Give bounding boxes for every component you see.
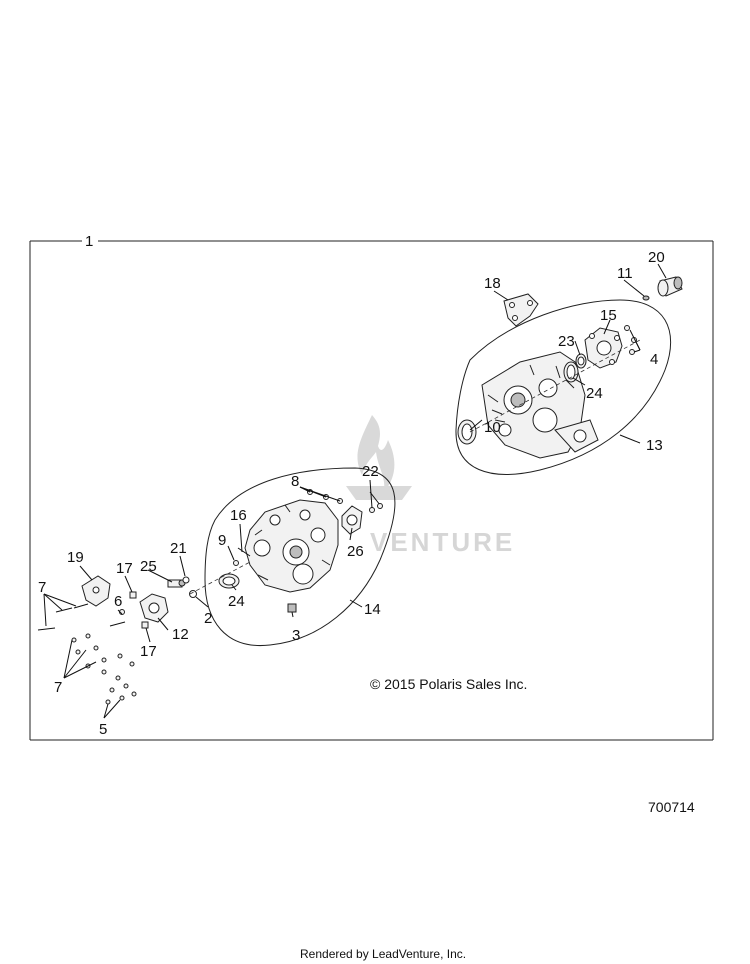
callout-8: 8 <box>291 473 299 490</box>
callout-10: 10 <box>484 419 501 436</box>
diagram-frame <box>29 240 714 741</box>
assembly-axis-left <box>189 561 251 595</box>
bushing-17-lower <box>141 621 149 629</box>
transmission-housing-14 <box>244 499 339 593</box>
callout-7-upper: 7 <box>38 579 46 596</box>
callout-25: 25 <box>140 558 157 575</box>
oil-seal-24-right <box>563 361 579 383</box>
footer-credit: Rendered by LeadVenture, Inc. <box>300 947 466 961</box>
bushing-17-upper <box>129 591 137 599</box>
callout-17-lower: 17 <box>140 643 157 660</box>
callout-5: 5 <box>99 721 107 738</box>
drain-plug-3 <box>287 603 297 613</box>
bolts-4 <box>624 325 637 355</box>
o-ring-23 <box>575 353 587 369</box>
transmission-housing-13 <box>481 351 599 459</box>
o-ring-21 <box>182 576 190 584</box>
callout-19: 19 <box>67 549 84 566</box>
cover-15 <box>584 327 623 369</box>
callout-15: 15 <box>600 307 617 324</box>
callout-9: 9 <box>218 532 226 549</box>
oil-seal-10 <box>457 419 477 445</box>
bolt-group-7-lower <box>71 633 135 681</box>
bolt-group-5 <box>105 683 137 705</box>
dowel-9 <box>233 560 239 566</box>
plug-11 <box>642 295 650 301</box>
callout-24-left: 24 <box>228 593 245 610</box>
cover-12 <box>139 593 169 623</box>
washer-2 <box>189 590 197 598</box>
callout-23: 23 <box>558 333 575 350</box>
bracket-18 <box>503 293 539 327</box>
housing-group-13-outline <box>455 299 672 475</box>
assembly-axis-right <box>469 339 641 433</box>
gasket-26 <box>341 505 363 535</box>
callout-24-right: 24 <box>586 385 603 402</box>
oil-seal-24-left <box>218 573 240 589</box>
callout-2: 2 <box>204 610 212 627</box>
pin-16 <box>237 547 251 557</box>
callout-26: 26 <box>347 543 364 560</box>
callout-14: 14 <box>364 601 381 618</box>
bolts-22 <box>369 491 383 513</box>
bracket-19 <box>81 575 111 607</box>
callout-4: 4 <box>650 351 658 368</box>
callout-17-upper: 17 <box>116 560 133 577</box>
callout-6: 6 <box>114 593 122 610</box>
callout-16: 16 <box>230 507 247 524</box>
housing-group-14-outline <box>204 467 396 647</box>
callout-18: 18 <box>484 275 501 292</box>
callout-22: 22 <box>362 463 379 480</box>
leader-lines <box>43 263 667 719</box>
bolt-group-7-upper <box>37 603 126 631</box>
leadventure-watermark: VENTURE <box>346 415 515 557</box>
callout-20: 20 <box>648 249 665 266</box>
bearing-20 <box>657 276 683 297</box>
callout-7-lower: 7 <box>54 679 62 696</box>
callout-13: 13 <box>646 437 663 454</box>
callout-12: 12 <box>172 626 189 643</box>
callout-21: 21 <box>170 540 187 557</box>
watermark-text: VENTURE <box>370 527 515 557</box>
callout-11: 11 <box>617 265 633 282</box>
copyright-text: © 2015 Polaris Sales Inc. <box>370 676 527 692</box>
callout-labels: 1 20 11 18 15 23 4 24 10 13 8 22 16 9 26… <box>38 233 665 738</box>
callout-1: 1 <box>85 233 93 250</box>
callout-3: 3 <box>292 627 300 644</box>
diagram-number: 700714 <box>648 799 695 815</box>
